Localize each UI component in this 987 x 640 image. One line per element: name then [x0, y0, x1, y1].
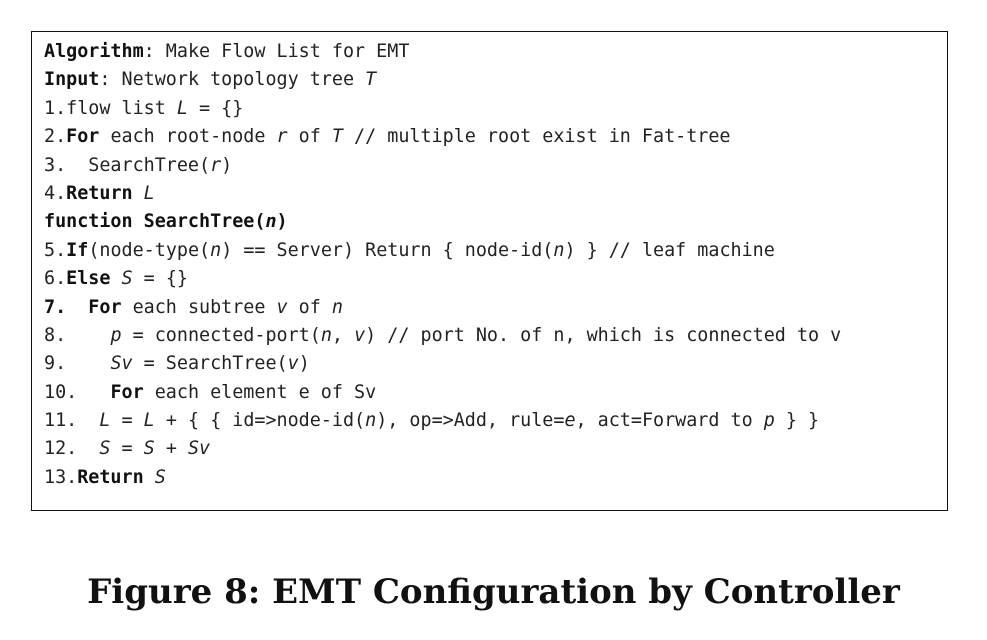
algorithm-token: +	[154, 438, 188, 460]
algorithm-token: (node-type(	[88, 239, 211, 261]
algorithm-token: For	[110, 381, 144, 403]
algorithm-line: 1.flow list L = {}	[44, 95, 841, 123]
algorithm-token: v	[276, 296, 288, 318]
algorithm-token: 1.flow list	[44, 97, 177, 119]
algorithm-token: Return	[66, 182, 133, 204]
algorithm-token: ) // port No. of n, which is connected t…	[365, 324, 842, 346]
algorithm-token: L	[99, 410, 111, 432]
algorithm-token: 13.	[44, 466, 78, 488]
algorithm-token: Sv	[187, 438, 211, 460]
algorithm-token: ) == Server) Return { node-id(	[221, 239, 554, 261]
algorithm-token: n	[331, 296, 343, 318]
algorithm-token: =	[110, 410, 144, 432]
algorithm-line: Algorithm: Make Flow List for EMT	[44, 38, 841, 66]
algorithm-line: 10. For each element e of Sv	[44, 379, 841, 407]
algorithm-token: ,	[331, 324, 355, 346]
algorithm-token: n	[265, 211, 277, 233]
algorithm-token: T	[365, 69, 377, 91]
algorithm-token: ) } // leaf machine	[564, 239, 775, 261]
algorithm-token: For	[88, 296, 122, 318]
algorithm-token: of	[287, 296, 332, 318]
algorithm-token: v	[287, 353, 299, 375]
algorithm-token: Return	[77, 466, 144, 488]
algorithm-token: 2.	[44, 126, 67, 148]
algorithm-token: L	[143, 182, 155, 204]
algorithm-token: 9.	[44, 353, 111, 375]
algorithm-token: 7.	[44, 296, 89, 318]
algorithm-token: r	[276, 126, 288, 148]
algorithm-token: each root-node	[99, 126, 277, 148]
algorithm-token: + { { id=>node-id(	[154, 410, 366, 432]
algorithm-token: n	[210, 239, 222, 261]
algorithm-line: 8. p = connected-port(n, v) // port No. …	[44, 322, 841, 350]
algorithm-line: 13.Return S	[44, 464, 841, 492]
algorithm-line: 12. S = S + Sv	[44, 435, 841, 463]
algorithm-token: Else	[66, 268, 111, 290]
algorithm-token: )	[298, 353, 310, 375]
algorithm-line: Input: Network topology tree T	[44, 66, 841, 94]
algorithm-token: } }	[774, 410, 820, 432]
algorithm-token: 4.	[44, 182, 67, 204]
algorithm-token	[144, 467, 155, 488]
algorithm-token: = {}	[187, 97, 244, 119]
algorithm-token: = connected-port(	[121, 324, 321, 346]
algorithm-token	[133, 183, 144, 204]
algorithm-token: p	[110, 324, 122, 346]
algorithm-token: of	[287, 126, 332, 148]
algorithm-token: // multiple root exist in Fat-tree	[342, 126, 731, 148]
algorithm-token: each element e of Sv	[143, 381, 377, 403]
algorithm-line: 6.Else S = {}	[44, 265, 841, 293]
algorithm-token: S	[154, 466, 166, 488]
algorithm-token: T	[331, 126, 343, 148]
algorithm-token: 5.	[44, 239, 67, 261]
algorithm-token: ), op=>Add, rule=	[376, 410, 565, 432]
algorithm-token: 8.	[44, 324, 111, 346]
algorithm-token: Input	[44, 69, 100, 91]
algorithm-token: S	[99, 438, 111, 460]
algorithm-token: : Make Flow List for EMT	[143, 41, 410, 62]
algorithm-line: 3. SearchTree(r)	[44, 152, 841, 180]
algorithm-token: : Network topology tree	[99, 69, 366, 91]
algorithm-line: 5.If(node-type(n) == Server) Return { no…	[44, 237, 841, 265]
algorithm-token: v	[354, 324, 366, 346]
algorithm-token: = {}	[132, 268, 188, 290]
algorithm-token: r	[210, 154, 222, 176]
algorithm-token: If	[66, 239, 89, 261]
algorithm-token: S	[143, 438, 155, 460]
algorithm-token: 6.	[44, 268, 67, 290]
algorithm-line: 4.Return L	[44, 180, 841, 208]
algorithm-token: =	[110, 438, 144, 460]
algorithm-line: 7. For each subtree v of n	[44, 294, 841, 322]
algorithm-token: 3. SearchTree(	[44, 154, 211, 176]
algorithm-token: function SearchTree(	[44, 211, 266, 233]
algorithm-token: Sv	[110, 353, 133, 375]
algorithm-token: For	[66, 126, 100, 148]
algorithm-token: n	[365, 410, 377, 432]
algorithm-token: n	[553, 239, 565, 261]
algorithm-token: )	[221, 154, 233, 176]
algorithm-token: each subtree	[121, 296, 277, 318]
algorithm-token: n	[320, 324, 332, 346]
figure-caption: Figure 8: EMT Configuration by Controlle…	[87, 572, 900, 612]
algorithm-token: , act=Forward to	[575, 410, 764, 432]
algorithm-token: p	[763, 410, 775, 432]
algorithm-token	[110, 268, 121, 289]
algorithm-token: L	[143, 410, 155, 432]
algorithm-token: = SearchTree(	[132, 353, 288, 375]
algorithm-line: function SearchTree(n)	[44, 208, 841, 236]
algorithm-token: Algorithm	[44, 41, 144, 62]
algorithm-token: L	[176, 97, 188, 119]
algorithm-line: 9. Sv = SearchTree(v)	[44, 350, 841, 378]
algorithm-line: 11. L = L + { { id=>node-id(n), op=>Add,…	[44, 407, 841, 435]
algorithm-token: 10.	[44, 381, 111, 403]
algorithm-token: S	[121, 268, 133, 290]
algorithm-token: 12.	[44, 438, 100, 460]
algorithm-line: 2.For each root-node r of T // multiple …	[44, 123, 841, 151]
algorithm-token: e	[564, 410, 576, 432]
algorithm-token: 11.	[44, 410, 100, 432]
algorithm-token: )	[276, 211, 288, 233]
